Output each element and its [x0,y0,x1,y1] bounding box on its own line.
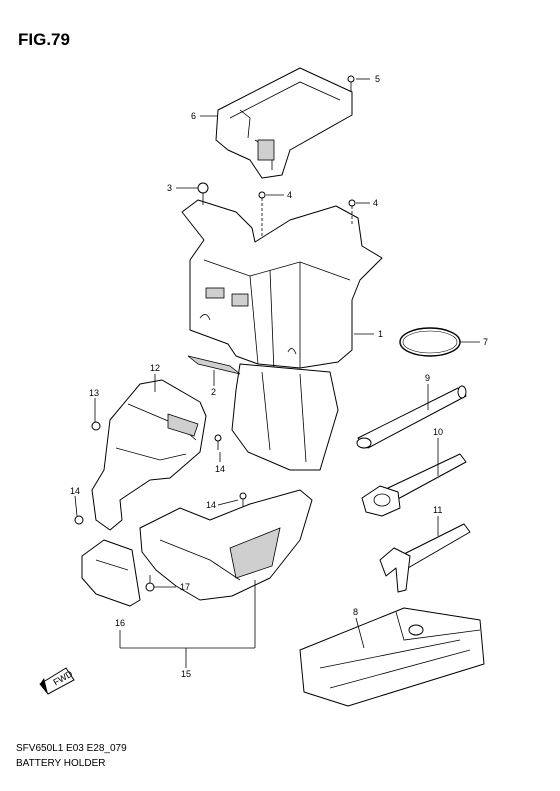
callout-12: 12 [150,363,160,373]
figure-code: SFV650L1 E03 E28_079 [16,743,127,754]
callout-17: 17 [180,582,190,592]
callout-13: 13 [89,388,99,398]
callout-4-right: 4 [373,198,378,208]
leader-lines [74,78,480,668]
callout-7: 7 [483,337,488,347]
part-10-wrench [361,453,467,517]
part-17-bolt [145,575,155,592]
callout-6: 5 [375,74,380,84]
callout-14-a: 14 [215,464,225,474]
callout-4-left: 4 [287,190,292,200]
figure-title: FIG.79 [18,30,70,49]
part-6-screw [347,75,355,92]
callout-14-c: 14 [206,500,216,510]
callout-15: 15 [181,669,191,679]
part-7-rubber-band [399,327,461,357]
callout-14-b: 14 [70,486,80,496]
callout-1: 1 [378,329,383,339]
callout-8: 8 [353,607,358,617]
part-4-screw-left [258,191,266,236]
part-1-battery-holder [181,199,383,471]
part-15-lower-cover [139,489,313,601]
part-14-bolt-a [214,434,222,450]
part-14-bolt-b [74,515,84,525]
callout-10: 10 [433,427,443,437]
figure-name: BATTERY HOLDER [16,758,106,769]
part-5-upper-bracket [215,67,353,179]
callout-11: 11 [433,505,442,515]
part-12-side-cover [91,379,207,531]
part-14-bolt-c [239,492,247,508]
callout-3: 3 [167,183,172,193]
part-4-screw-right [348,199,356,224]
part-2-pad [187,355,241,375]
part-9-tool [356,385,467,449]
part-8-tool-bag [299,607,485,707]
callout-9: 9 [425,373,430,383]
callout-5: 6 [191,111,196,121]
callout-16: 16 [115,618,125,628]
part-16-small-cover [81,539,141,607]
part-11-wrench [379,523,471,593]
callout-2: 2 [211,387,216,397]
fwd-arrow-icon: FWD [39,667,75,695]
part-13-bolt [91,421,101,431]
